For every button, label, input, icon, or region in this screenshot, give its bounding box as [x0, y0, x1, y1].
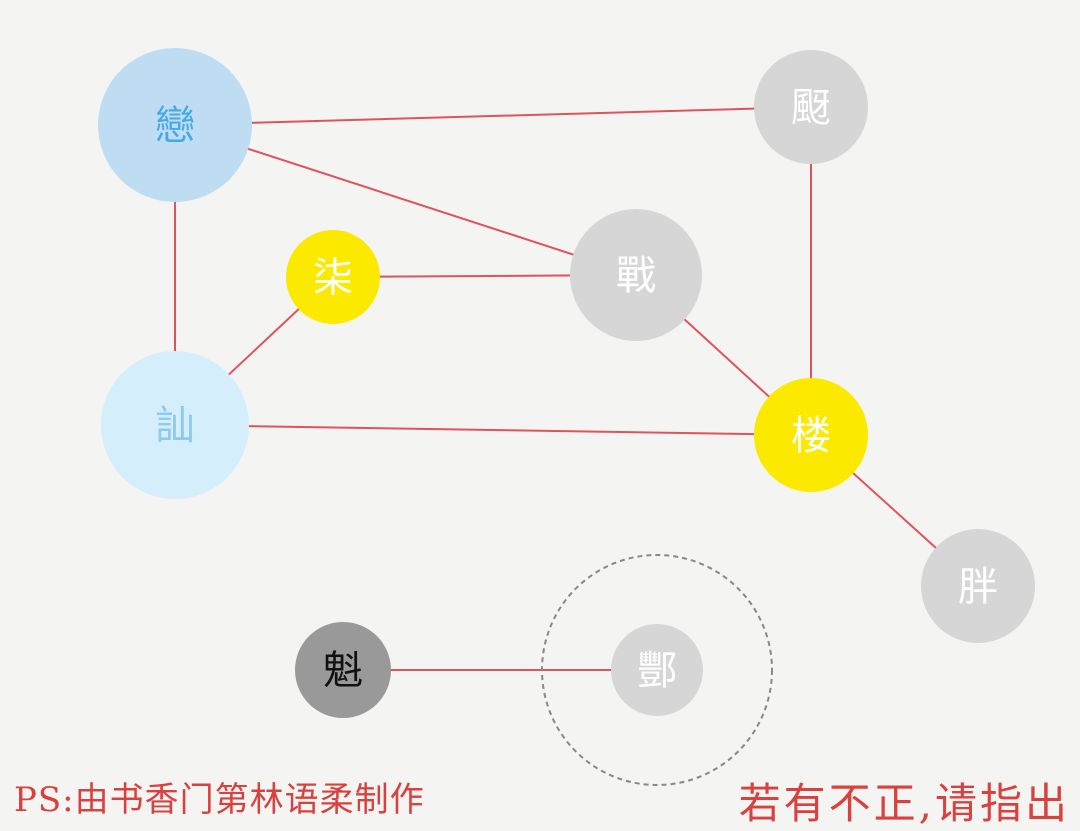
node-pan[interactable]: 胖 — [921, 529, 1035, 643]
edge-lian-zhan — [174, 124, 637, 276]
node-circle — [570, 209, 702, 341]
node-qi[interactable]: 柒 — [286, 230, 380, 324]
node-label: 戰 — [616, 253, 656, 299]
node-circle — [754, 50, 868, 164]
node-gen[interactable]: 颬 — [754, 50, 868, 164]
ring-layer — [541, 554, 773, 786]
node-label: 颬 — [791, 85, 831, 131]
node-lou[interactable]: 楼 — [754, 378, 868, 492]
node-label: 酆 — [637, 648, 677, 694]
edge-lian-gen — [174, 106, 812, 126]
edges-layer — [174, 106, 979, 671]
node-circle — [295, 622, 391, 718]
node-circle — [921, 529, 1035, 643]
footer-credit: PS:由书香门第林语柔制作 — [14, 780, 425, 820]
node-label: 柒 — [313, 255, 353, 301]
node-zhan[interactable]: 戰 — [570, 209, 702, 341]
footer-note: 若有不正,请指出 — [738, 779, 1070, 828]
node-circle — [611, 624, 703, 716]
node-feng[interactable]: 酆 — [611, 624, 703, 716]
node-label: 胖 — [958, 564, 998, 610]
selection-ring — [541, 554, 773, 786]
node-circle — [754, 378, 868, 492]
node-label: 魁 — [323, 648, 363, 694]
node-shan[interactable]: 訕 — [101, 351, 249, 499]
node-circle — [101, 351, 249, 499]
node-kui[interactable]: 魁 — [295, 622, 391, 718]
node-label: 訕 — [155, 403, 195, 449]
edge-shan-lou — [174, 424, 812, 436]
node-label: 楼 — [791, 413, 831, 459]
node-circle — [98, 48, 252, 202]
node-lian[interactable]: 戀 — [98, 48, 252, 202]
node-circle — [286, 230, 380, 324]
node-label: 戀 — [155, 103, 195, 149]
nodes-layer: 戀 颬戰 柒訕 楼胖魁 酆 — [98, 48, 1035, 718]
